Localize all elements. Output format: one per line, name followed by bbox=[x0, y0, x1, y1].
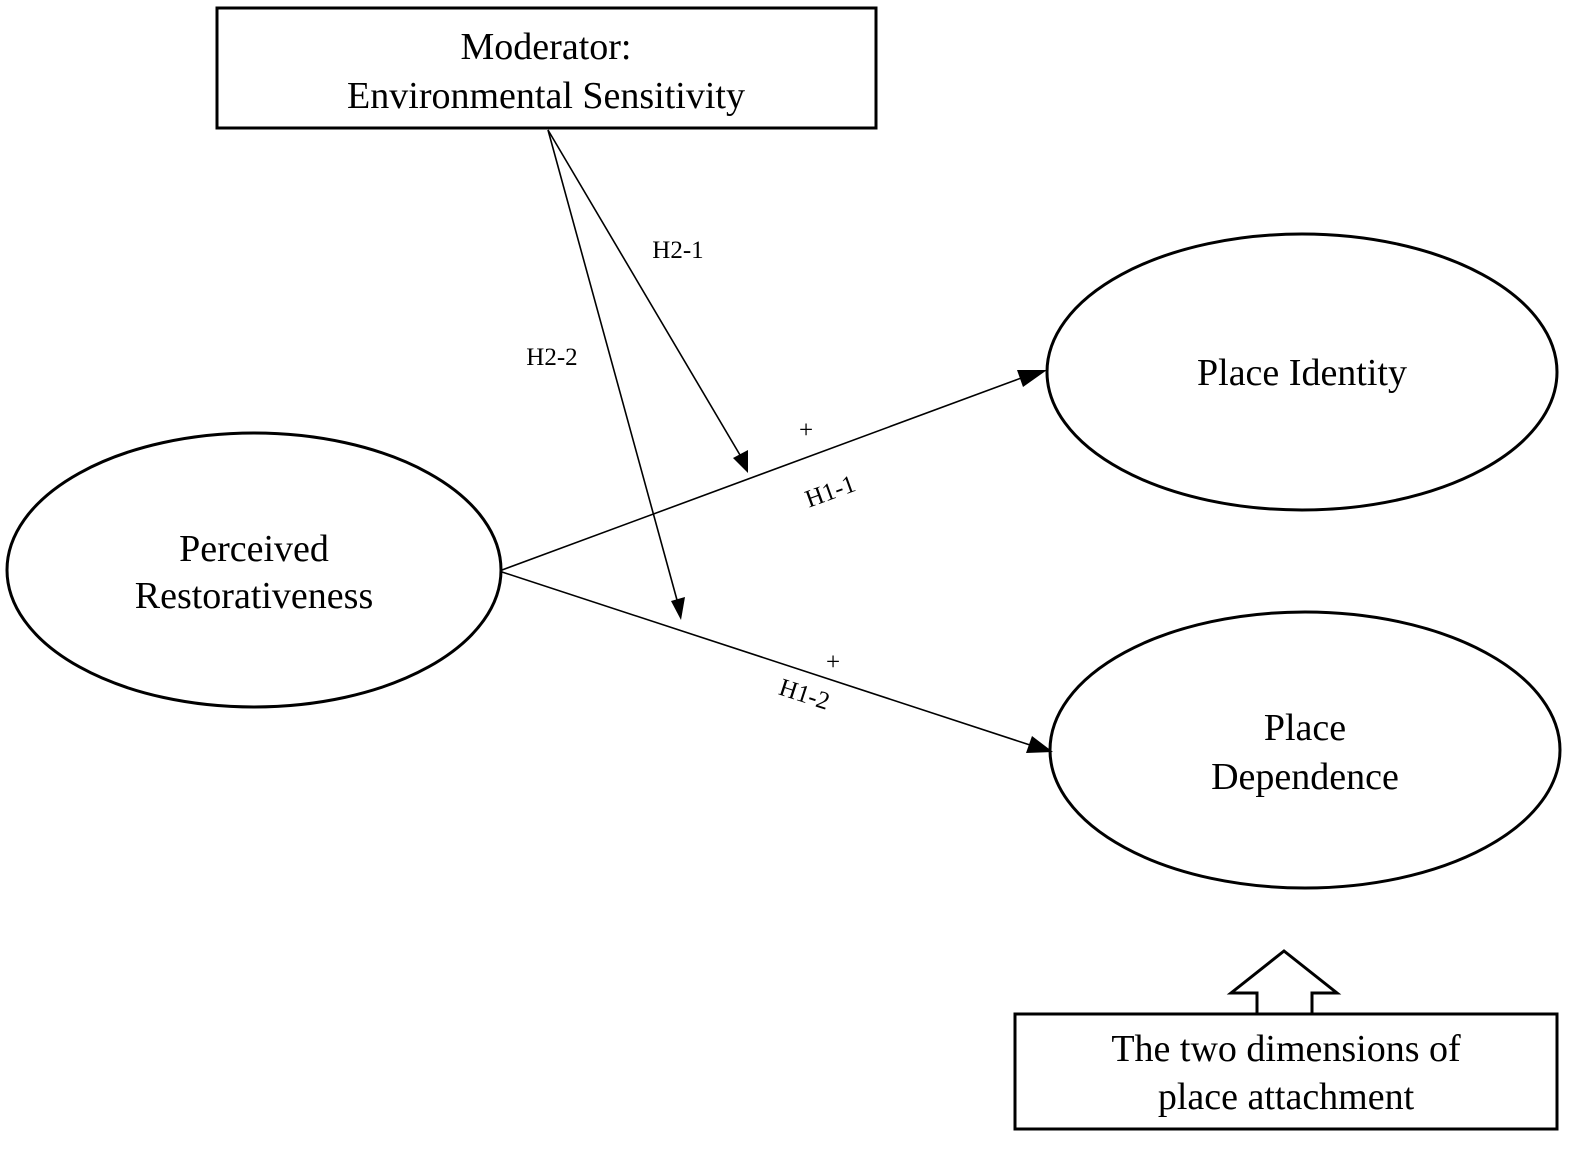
h1-2-sign: + bbox=[826, 649, 840, 676]
moderator-title: Moderator: bbox=[461, 26, 632, 68]
dimensions-note-line2: place attachment bbox=[1158, 1076, 1415, 1118]
place-dependence-line2: Dependence bbox=[1211, 756, 1399, 798]
h1-1-arrowhead bbox=[1017, 370, 1047, 387]
h2-2-label: H2-2 bbox=[526, 344, 577, 371]
h1-2-label: H1-2 bbox=[776, 674, 833, 716]
perceived-restorativeness-line2: Restorativeness bbox=[135, 575, 374, 617]
h2-1-label: H2-1 bbox=[652, 237, 703, 264]
h1-1-label: H1-1 bbox=[802, 470, 860, 513]
h1-1-sign: + bbox=[799, 417, 813, 444]
place-dependence-line1: Place bbox=[1264, 707, 1346, 749]
moderator-variable: Environmental Sensitivity bbox=[347, 75, 745, 117]
place-identity-node: Place Identity bbox=[1045, 232, 1559, 512]
perceived-restorativeness-line1: Perceived bbox=[179, 528, 329, 570]
h2-2-moderation-arrow: H2-2 bbox=[526, 129, 685, 620]
block-up-arrow bbox=[1226, 949, 1342, 1016]
h1-1-path: + H1-1 bbox=[501, 370, 1047, 571]
h2-1-moderation-arrow: H2-1 bbox=[547, 129, 748, 473]
h1-2-path: + H1-2 bbox=[501, 571, 1053, 753]
dimensions-note-box: The two dimensions of place attachment bbox=[1013, 1012, 1559, 1131]
h2-1-arrowhead bbox=[733, 450, 748, 473]
h1-2-arrowhead bbox=[1026, 736, 1053, 753]
perceived-restorativeness-node: Perceived Restorativeness bbox=[5, 431, 503, 709]
place-dependence-node: Place Dependence bbox=[1048, 610, 1562, 890]
moderator-box: Moderator: Environmental Sensitivity bbox=[215, 6, 878, 130]
place-identity-label: Place Identity bbox=[1197, 352, 1407, 394]
h2-2-arrowhead bbox=[671, 597, 685, 620]
dimensions-note-line1: The two dimensions of bbox=[1111, 1028, 1461, 1070]
